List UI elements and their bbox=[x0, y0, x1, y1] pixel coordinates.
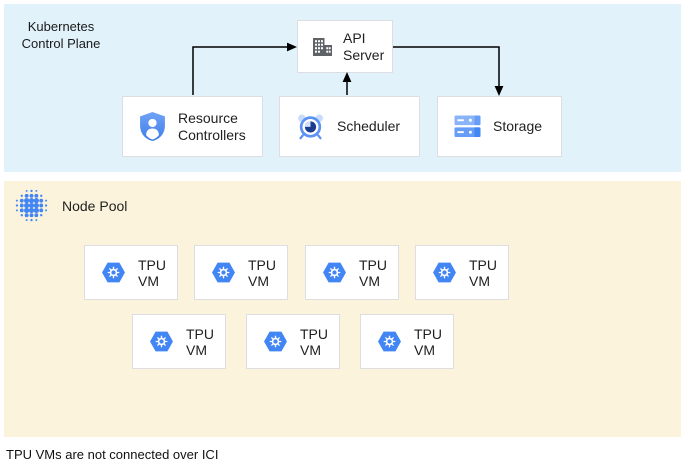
tpu-vm-box-4: TPU VM bbox=[415, 245, 509, 300]
hexagon-gear-icon bbox=[378, 331, 401, 352]
tpu-vm-box-2: TPU VM bbox=[194, 245, 288, 300]
storage-box: Storage bbox=[437, 96, 562, 157]
tpu-vm-box-7: TPU VM bbox=[360, 314, 454, 369]
tpu-vm-label: TPU VM bbox=[138, 256, 166, 289]
tpu-vm-label: TPU VM bbox=[414, 325, 442, 358]
server-stack-icon bbox=[454, 115, 481, 137]
tpu-vm-label: TPU VM bbox=[300, 325, 328, 358]
tpu-vm-box-5: TPU VM bbox=[132, 314, 226, 369]
tpu-vm-box-1: TPU VM bbox=[84, 245, 178, 300]
hexagon-gear-icon bbox=[264, 331, 287, 352]
tpu-vm-box-3: TPU VM bbox=[305, 245, 399, 300]
dot-grid-icon bbox=[15, 189, 48, 222]
building-icon bbox=[313, 37, 332, 56]
resource-controllers-label: Resource Controllers bbox=[178, 109, 246, 143]
storage-label: Storage bbox=[493, 118, 543, 134]
node-pool-section: Node Pool TPU VM TPU VM TPU VM TPU VM TP… bbox=[4, 181, 681, 437]
hexagon-gear-icon bbox=[433, 262, 456, 283]
control-plane-label: Kubernetes Control Plane bbox=[12, 18, 110, 52]
control-plane-label-line2: Control Plane bbox=[21, 36, 101, 51]
resource-controllers-box: Resource Controllers bbox=[122, 96, 263, 157]
node-pool-label: Node Pool bbox=[62, 197, 128, 214]
tpu-vm-label: TPU VM bbox=[248, 256, 276, 289]
scheduler-box: Scheduler bbox=[279, 96, 420, 157]
footer-note: TPU VMs are not connected over ICI bbox=[6, 447, 219, 462]
scheduler-label: Scheduler bbox=[337, 118, 401, 134]
hexagon-gear-icon bbox=[323, 262, 346, 283]
hexagon-gear-icon bbox=[102, 262, 125, 283]
hexagon-gear-icon bbox=[212, 262, 235, 283]
shield-user-icon bbox=[140, 112, 165, 141]
tpu-vm-label: TPU VM bbox=[186, 325, 214, 358]
tpu-vm-label: TPU VM bbox=[469, 256, 497, 289]
hexagon-gear-icon bbox=[150, 331, 173, 352]
tpu-vm-box-6: TPU VM bbox=[246, 314, 340, 369]
control-plane-label-line1: Kubernetes bbox=[27, 19, 95, 34]
tpu-vm-label: TPU VM bbox=[359, 256, 387, 289]
node-pool-header: Node Pool bbox=[14, 188, 127, 223]
alarm-clock-icon bbox=[298, 114, 323, 140]
control-plane-section: Kubernetes Control Plane API Server bbox=[4, 4, 681, 172]
api-server-label: API Server bbox=[343, 29, 385, 63]
api-server-box: API Server bbox=[297, 20, 393, 73]
